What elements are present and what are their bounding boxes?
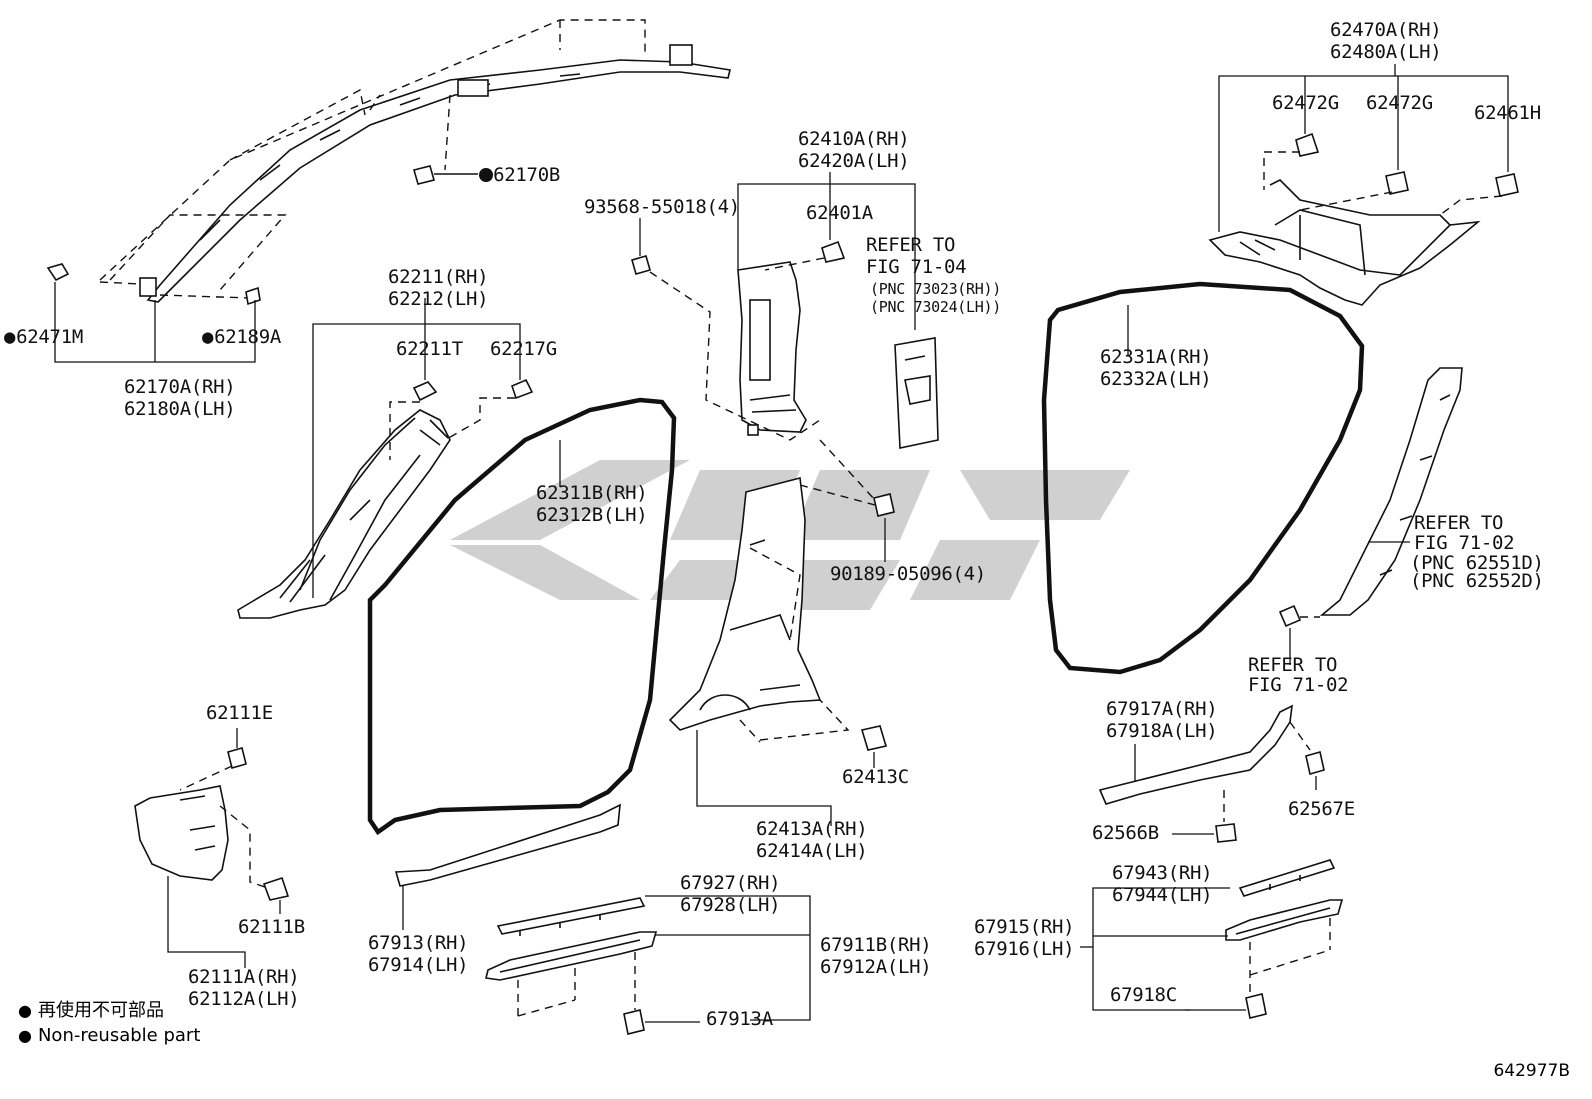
clip-62472g-b-icon: [1385, 171, 1409, 195]
ref-label-pnc-73024: (PNC 73024(LH)): [870, 298, 1001, 316]
clip-62471m-icon: [46, 263, 70, 282]
part-label-62211t: 62211T: [396, 338, 463, 360]
part-label-62413c: 62413C: [842, 766, 909, 788]
ref-label-fig-71-02-b: FIG 71-02: [1248, 674, 1349, 696]
roof-side-inner-garnish: [1208, 179, 1481, 306]
clip-62472g-a-icon: [1295, 132, 1320, 157]
part-label-62112a-lh: 62112A(LH): [188, 988, 300, 1010]
part-label-62471m: 62471M: [4, 326, 83, 348]
part-label-62217g: 62217G: [490, 338, 557, 360]
legend-bullet-en: ●: [18, 1026, 32, 1045]
part-label-62413a-rh: 62413A(RH): [756, 818, 868, 840]
clip-67913a-icon: [623, 1009, 645, 1035]
screw-93568-icon: [631, 255, 651, 275]
clip-62461h-icon: [1495, 173, 1519, 197]
center-pillar-lower-garnish: [668, 476, 822, 731]
part-label-67915-rh: 67915(RH): [974, 916, 1075, 938]
part-label-67913-rh: 67913(RH): [368, 932, 469, 954]
clip-62566b-icon: [1215, 823, 1237, 843]
part-label-62420a-lh: 62420A(LH): [798, 150, 910, 172]
legend-jp: ● 再使用不可部品: [18, 998, 164, 1024]
clip-62189a-icon: [245, 286, 261, 306]
clip-90189-icon: [873, 493, 895, 517]
rear-pillar-garnish: [1319, 367, 1463, 616]
part-label-67917a-rh: 67917A(RH): [1106, 698, 1218, 720]
part-label-90189: 90189-05096(4): [830, 563, 986, 585]
clip-62111e-icon: [227, 747, 247, 769]
part-label-67912a-lh: 67912A(LH): [820, 956, 932, 978]
clip-62401a-icon: [821, 240, 846, 263]
ref-label-fig-71-02-a: FIG 71-02: [1414, 532, 1515, 554]
rear-door-weatherstrip: [1041, 281, 1365, 675]
part-label-62414a-lh: 62414A(LH): [756, 840, 868, 862]
part-label-62111b: 62111B: [238, 916, 305, 938]
part-label-93568: 93568-55018(4): [584, 196, 740, 218]
part-label-62410a-rh: 62410A(RH): [798, 128, 910, 150]
part-label-62401a: 62401A: [806, 202, 873, 224]
ref-label-refer-to-a: REFER TO: [866, 234, 956, 256]
part-label-67943-rh: 67943(RH): [1112, 862, 1213, 884]
ref-label-refer-to-b: REFER TO: [1414, 512, 1504, 534]
part-label-67914-lh: 67914(LH): [368, 954, 469, 976]
clip-67918c-icon: [1245, 993, 1267, 1019]
front-sill-upper-strip: [496, 897, 646, 936]
part-label-67911b-rh: 67911B(RH): [820, 934, 932, 956]
rear-door-sill-plate: [1225, 899, 1344, 941]
part-label-62311b-rh: 62311B(RH): [536, 482, 648, 504]
clip-62217g-icon: [511, 378, 534, 400]
part-label-62212-lh: 62212(LH): [388, 288, 489, 310]
clip-62567e-icon: [1305, 750, 1325, 776]
part-label-62170b: 62170B: [481, 164, 560, 186]
part-label-62566b: 62566B: [1092, 822, 1159, 844]
part-label-62189a: 62189A: [202, 326, 281, 348]
screw-rear-pillar-icon: [1278, 604, 1302, 628]
legend-bullet-jp: ●: [18, 1001, 32, 1020]
rear-sill-upper-strip: [1238, 859, 1336, 897]
part-label-67918c: 67918C: [1110, 984, 1177, 1006]
legend-text-jp: 再使用不可部品: [37, 1000, 164, 1021]
ref-label-fig-71-04: FIG 71-04: [866, 256, 967, 278]
part-label-62211-rh: 62211(RH): [388, 266, 489, 288]
part-label-67918a-lh: 67918A(LH): [1106, 720, 1218, 742]
part-label-62472g-a: 62472G: [1272, 92, 1339, 114]
part-label-62332a-lh: 62332A(LH): [1100, 368, 1212, 390]
clip-62111b-icon: [262, 876, 290, 901]
part-label-62461h: 62461H: [1474, 102, 1541, 124]
legend-en: ● Non-reusable part: [18, 1023, 200, 1049]
part-label-67913a: 67913A: [706, 1008, 773, 1030]
part-label-62111e: 62111E: [206, 702, 273, 724]
figure-id: 642977B: [1493, 1061, 1570, 1081]
front-door-sill-plate: [485, 931, 658, 981]
legend-text-en: Non-reusable part: [37, 1025, 201, 1046]
part-label-67928-lh: 67928(LH): [680, 894, 781, 916]
front-door-weatherstrip: [367, 397, 677, 836]
part-label-67927-rh: 67927(RH): [680, 872, 781, 894]
seatbelt-reference-part: [894, 337, 939, 449]
part-label-62567e: 62567E: [1288, 798, 1355, 820]
part-label-62312b-lh: 62312B(LH): [536, 504, 648, 526]
clip-62211t-icon: [412, 381, 438, 402]
part-label-62470a-rh: 62470A(RH): [1330, 19, 1442, 41]
ref-label-refer-to-c: REFER TO: [1248, 654, 1338, 676]
rear-door-scuff-plate: [1098, 704, 1293, 805]
part-label-62480a-lh: 62480A(LH): [1330, 41, 1442, 63]
center-pillar-upper-garnish: [737, 261, 807, 436]
part-label-62331a-rh: 62331A(RH): [1100, 346, 1212, 368]
cowl-side-trim: [134, 785, 229, 881]
ref-label-pnc-73023: (PNC 73023(RH)): [870, 280, 1001, 298]
part-label-67944-lh: 67944(LH): [1112, 884, 1213, 906]
roof-side-rail-garnish: [99, 19, 731, 303]
part-label-62111a-rh: 62111A(RH): [188, 966, 300, 988]
part-label-67916-lh: 67916(LH): [974, 938, 1075, 960]
front-door-scuff-plate: [394, 803, 621, 887]
part-label-62472g-b: 62472G: [1366, 92, 1433, 114]
ref-label-pnc-62551d: (PNC 62551D): [1410, 552, 1544, 574]
part-label-62180a-lh: 62180A(LH): [124, 398, 236, 420]
part-label-62170a-rh: 62170A(RH): [124, 376, 236, 398]
clip-62413c-icon: [860, 725, 888, 751]
ref-label-pnc-62552d: (PNC 62552D): [1410, 570, 1544, 592]
front-pillar-garnish: [237, 409, 451, 619]
